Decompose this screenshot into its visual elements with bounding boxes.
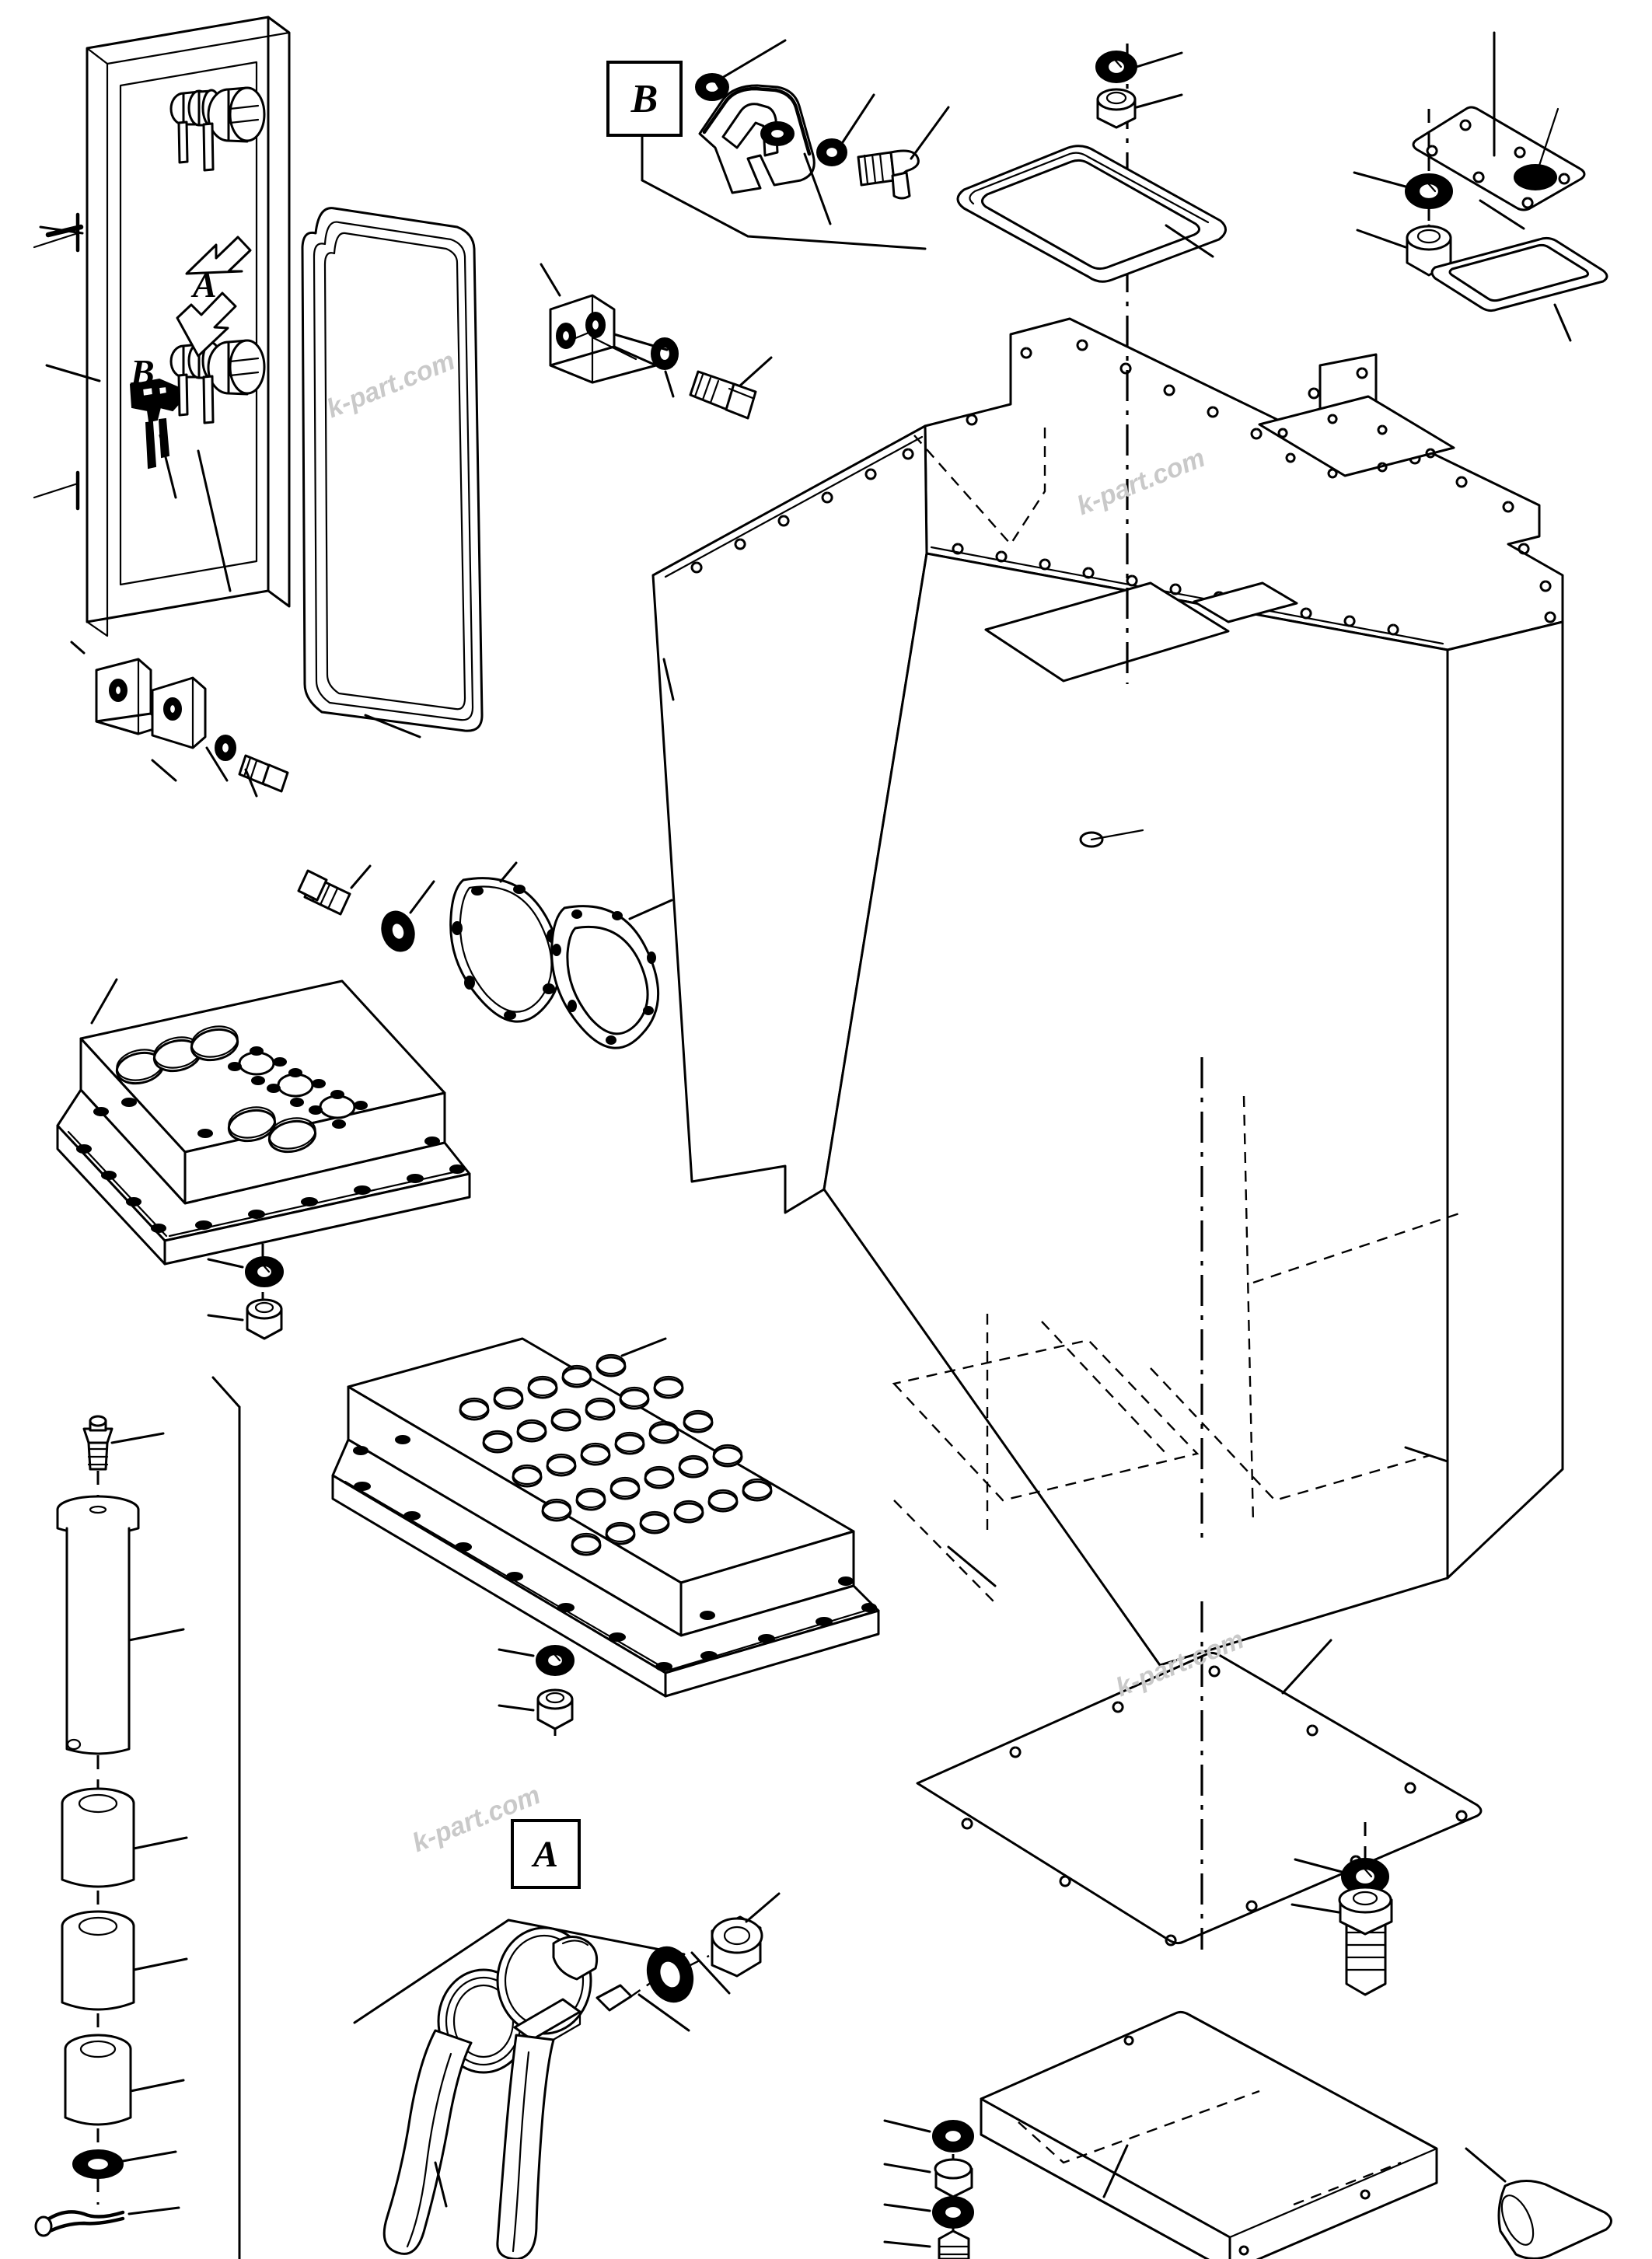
door-seal-loop xyxy=(301,207,484,738)
lower-floor-plate xyxy=(916,1601,1483,1996)
rivet-row-left xyxy=(664,435,924,578)
top-right-cover-plate xyxy=(1353,31,1608,342)
key-lock-barrel xyxy=(129,378,181,470)
rivet-row-top xyxy=(930,543,1444,645)
lower-latch-handle xyxy=(169,339,266,424)
zone-label-B: B xyxy=(131,352,155,392)
rod-spacer-assembly xyxy=(34,1376,241,2259)
valve-manifold-assembly xyxy=(56,978,471,1340)
door-hinge-pins xyxy=(33,212,84,511)
upper-latch-handle xyxy=(169,86,266,172)
handle-detail-assembly xyxy=(353,1892,781,2259)
perforation-holes xyxy=(459,1353,773,1556)
perforated-vent-panel xyxy=(331,1337,880,1740)
angle-bracket-assembly xyxy=(540,263,773,420)
top-hatch-gasket xyxy=(956,51,1227,283)
callout-box-B: B xyxy=(606,61,683,137)
base-panel xyxy=(883,2010,1612,2259)
arrow-up-to-A xyxy=(185,236,252,275)
hinge-block-assembly xyxy=(70,641,289,798)
cabinet-shell xyxy=(651,44,1564,1667)
zone-label-A: A xyxy=(193,265,217,305)
round-cover-assembly xyxy=(297,861,673,1049)
door-leaders xyxy=(39,225,232,592)
arrow-down-to-B xyxy=(176,292,237,358)
latch-catch-assembly xyxy=(641,39,950,250)
callout-box-A: A xyxy=(511,1819,581,1889)
